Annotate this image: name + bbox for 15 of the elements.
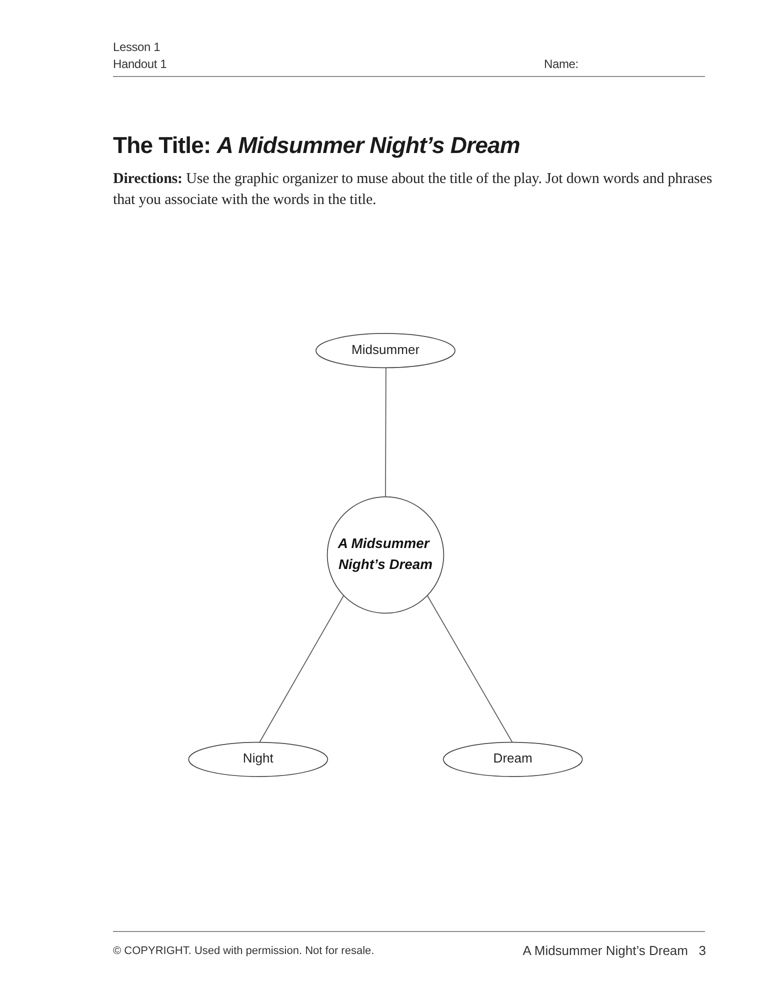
header-text: Lesson 1 xyxy=(113,40,160,54)
footer-title: A Midsummer Night’s Dream xyxy=(522,943,688,958)
directions-text: Directions: Use the graphic organizer to muse about the title of the play. Jot down words and phrases that you associate with the words in the title. xyxy=(113,170,714,210)
ellipse-node: Night xyxy=(188,742,328,777)
ellipse-node: Dream xyxy=(442,742,582,777)
name-label: Name: xyxy=(544,57,578,71)
page-number: 3 xyxy=(698,943,706,958)
header-text: Handout 1 xyxy=(113,57,167,71)
connector-line xyxy=(384,366,386,498)
title: The Title: A Midsummer Night’s Dream xyxy=(113,132,520,159)
connector-line xyxy=(258,595,344,744)
connector-line xyxy=(426,595,514,744)
circle-node: A Midsummer Night’s Dream xyxy=(326,496,444,614)
copyright-notice: © COPYRIGHT. Used with permission. Not for resale. xyxy=(113,945,374,957)
ellipse-node: Midsummer xyxy=(315,333,455,368)
